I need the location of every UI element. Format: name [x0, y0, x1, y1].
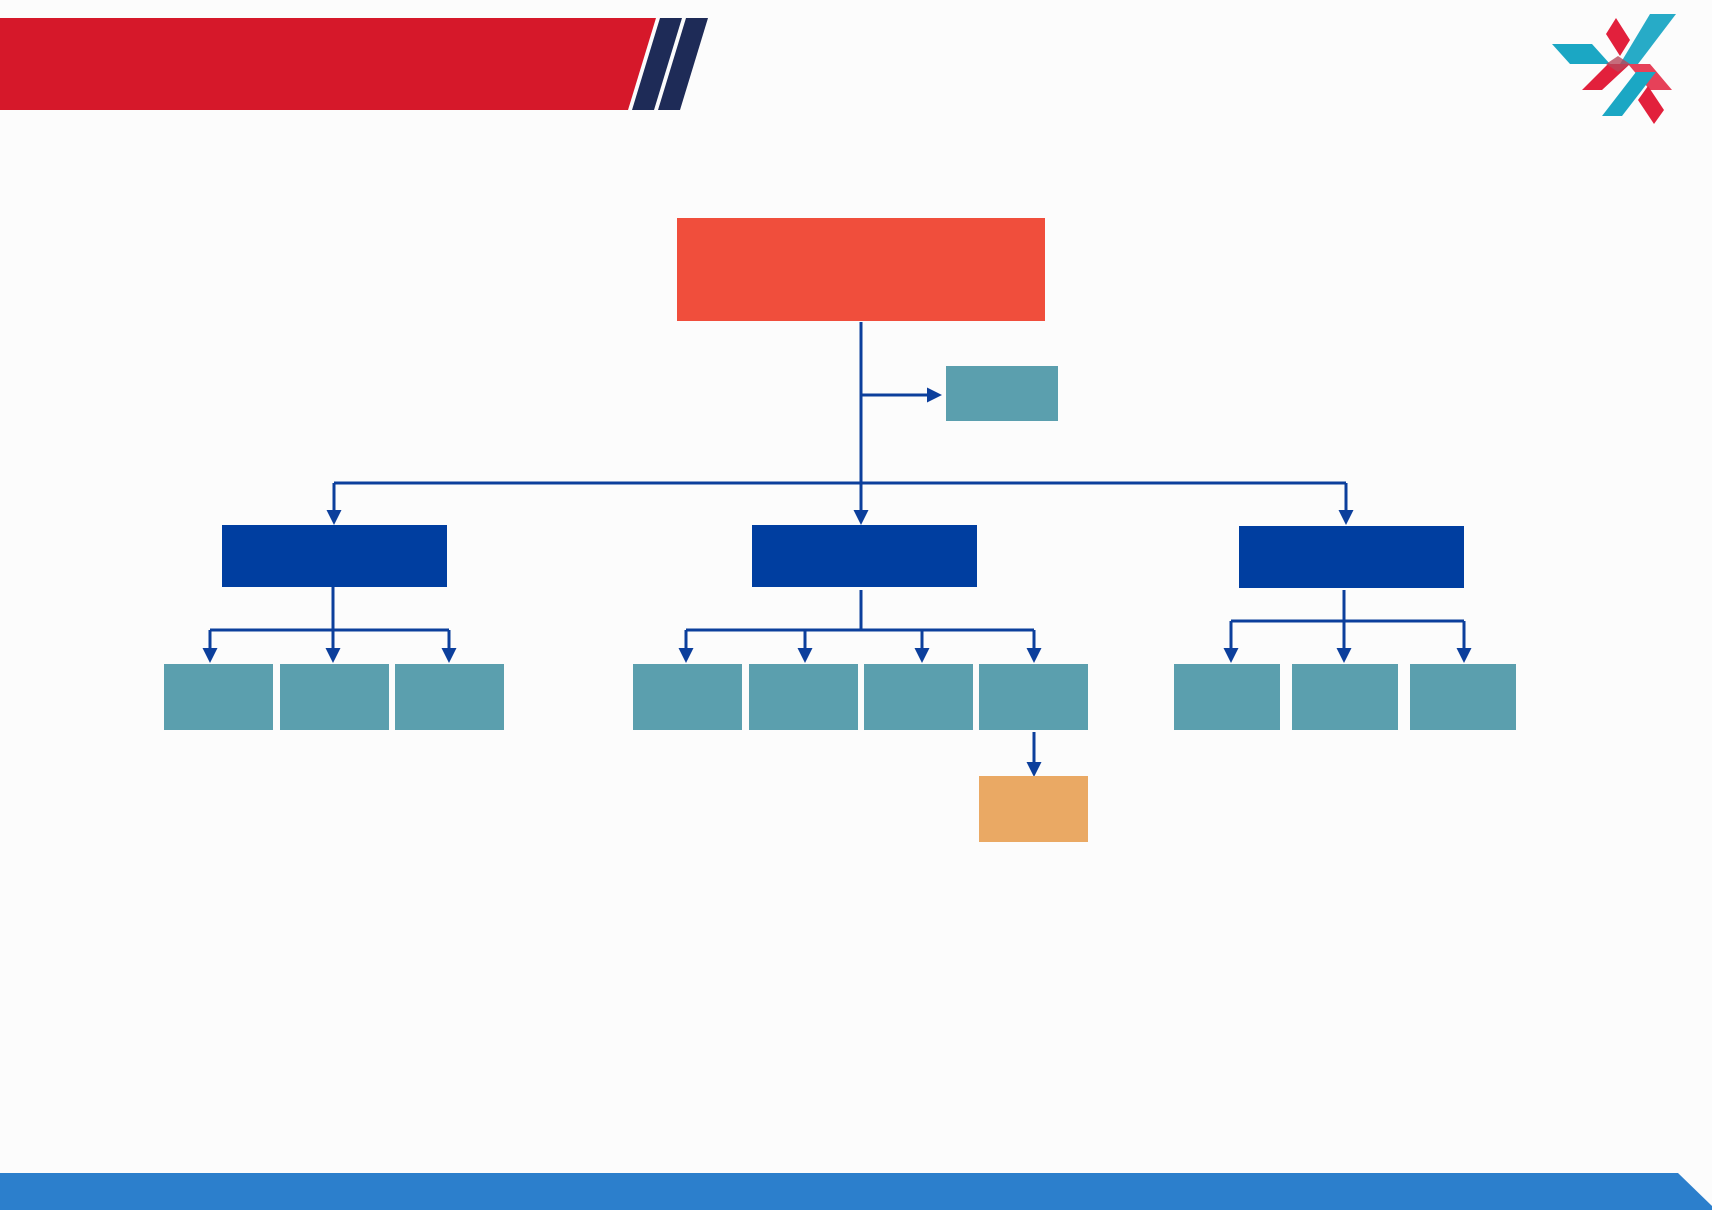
level1-node-right[interactable]: [1239, 526, 1464, 588]
middle-child-3[interactable]: [864, 664, 973, 730]
middle-child-2[interactable]: [749, 664, 858, 730]
middle-child-4[interactable]: [979, 664, 1088, 730]
header-red-bar: [0, 18, 656, 110]
footer-band: [0, 1173, 1712, 1210]
x-cross-logo-icon: [1552, 14, 1676, 124]
highlight-sub-child[interactable]: [979, 776, 1088, 842]
middle-child-1[interactable]: [633, 664, 742, 730]
connectors: [202, 322, 1472, 777]
right-child-2[interactable]: [1292, 664, 1398, 730]
left-child-2[interactable]: [280, 664, 389, 730]
right-child-1[interactable]: [1174, 664, 1280, 730]
header-stripe-2: [658, 18, 708, 110]
level1-node-left[interactable]: [222, 525, 447, 587]
side-node[interactable]: [946, 366, 1058, 421]
root-node[interactable]: [677, 218, 1045, 321]
header-stripe-1: [632, 18, 682, 110]
header-banner: [0, 18, 708, 110]
level1-node-middle[interactable]: [752, 525, 977, 587]
right-child-3[interactable]: [1410, 664, 1516, 730]
left-child-1[interactable]: [164, 664, 273, 730]
left-child-3[interactable]: [395, 664, 504, 730]
